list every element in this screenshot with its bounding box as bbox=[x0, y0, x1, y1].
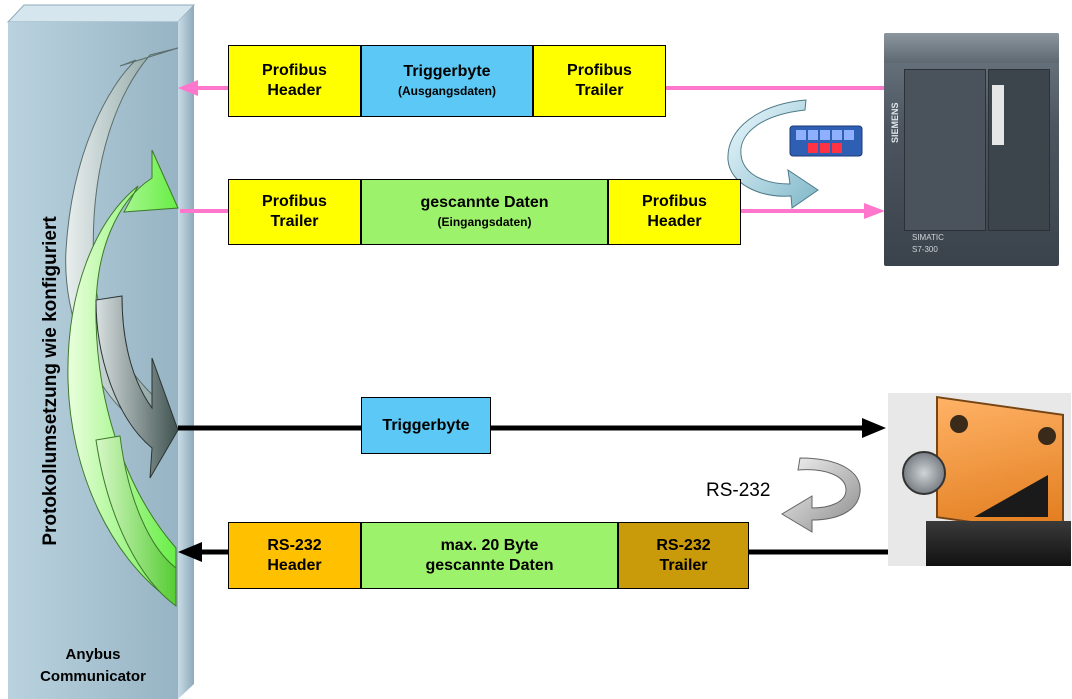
row2-data-line1: gescannte Daten bbox=[420, 194, 549, 211]
plc-image: SIEMENS SIMATIC S7-300 bbox=[884, 33, 1059, 266]
curved-arrows bbox=[65, 47, 179, 607]
plc-brand: SIEMENS bbox=[890, 102, 900, 143]
green-bottom-arrow bbox=[95, 435, 177, 607]
row2-profibus-header: Profibus Header bbox=[608, 179, 741, 245]
cycle-arrow-rs232 bbox=[781, 457, 861, 533]
sensor-image bbox=[888, 393, 1071, 566]
plc-sub: S7-300 bbox=[912, 245, 938, 254]
row1-trailer-line1: Profibus bbox=[567, 62, 632, 79]
row4-trailer-line2: Trailer bbox=[659, 556, 708, 574]
row4-data-line1: max. 20 Byte bbox=[440, 536, 539, 554]
row4-header-line2: Header bbox=[267, 556, 322, 574]
row1-profibus-header: Profibus Header bbox=[228, 45, 361, 117]
anybus-communicator-label: Anybus Communicator bbox=[8, 644, 178, 688]
sensor-screw-left bbox=[950, 415, 968, 433]
row3-arrow bbox=[178, 418, 886, 438]
row4-header-line1: RS-232 bbox=[267, 536, 322, 554]
panel-side bbox=[178, 5, 194, 699]
dark-curved-arrow bbox=[95, 295, 179, 479]
sensor-base bbox=[926, 521, 1071, 566]
row1-header-line2: Header bbox=[267, 82, 322, 99]
row2-trailer-line1: Profibus bbox=[262, 193, 327, 210]
row2-data-line2: (Eingangsdaten) bbox=[437, 215, 532, 229]
protocol-conversion-label: Protokollumsetzung wie konfiguriert bbox=[40, 216, 61, 546]
row2-trailer-line2: Trailer bbox=[270, 213, 319, 230]
anybus-line1: Anybus bbox=[65, 646, 121, 663]
row1-trailer-line2: Trailer bbox=[575, 82, 624, 99]
bus-logo-icon bbox=[789, 125, 863, 157]
plc-key bbox=[992, 85, 1004, 145]
row2-header-line2: Header bbox=[647, 213, 702, 230]
row3-trigger-line1: Triggerbyte bbox=[382, 416, 470, 434]
sensor-screw-right bbox=[1038, 427, 1056, 445]
row4-rs232-trailer: RS-232 Trailer bbox=[618, 522, 749, 589]
rs232-label: RS-232 bbox=[706, 480, 771, 501]
row2-header-line1: Profibus bbox=[642, 193, 707, 210]
plc-model: SIMATIC bbox=[912, 233, 944, 242]
plc-module bbox=[904, 69, 986, 231]
row1-profibus-trailer: Profibus Trailer bbox=[533, 45, 666, 117]
row4-scanned-data: max. 20 Byte gescannte Daten bbox=[361, 522, 618, 589]
row4-rs232-header: RS-232 Header bbox=[228, 522, 361, 589]
row3-triggerbyte: Triggerbyte bbox=[361, 397, 491, 454]
row1-trigger-line2: (Ausgangsdaten) bbox=[397, 84, 496, 98]
row2-scanned-data: gescannte Daten (Eingangsdaten) bbox=[361, 179, 608, 245]
plc-top bbox=[884, 33, 1059, 63]
row4-trailer-line1: RS-232 bbox=[656, 536, 711, 554]
anybus-line2: Communicator bbox=[40, 668, 146, 685]
sensor-connector bbox=[902, 451, 946, 495]
panel-top bbox=[6, 4, 196, 23]
row1-triggerbyte: Triggerbyte (Ausgangsdaten) bbox=[361, 45, 533, 117]
row1-trigger-line1: Triggerbyte bbox=[403, 63, 491, 80]
row1-header-line1: Profibus bbox=[262, 62, 327, 79]
row2-profibus-trailer: Profibus Trailer bbox=[228, 179, 361, 245]
row4-data-line2: gescannte Daten bbox=[425, 556, 554, 574]
cycle-arrow-plc bbox=[727, 99, 819, 209]
